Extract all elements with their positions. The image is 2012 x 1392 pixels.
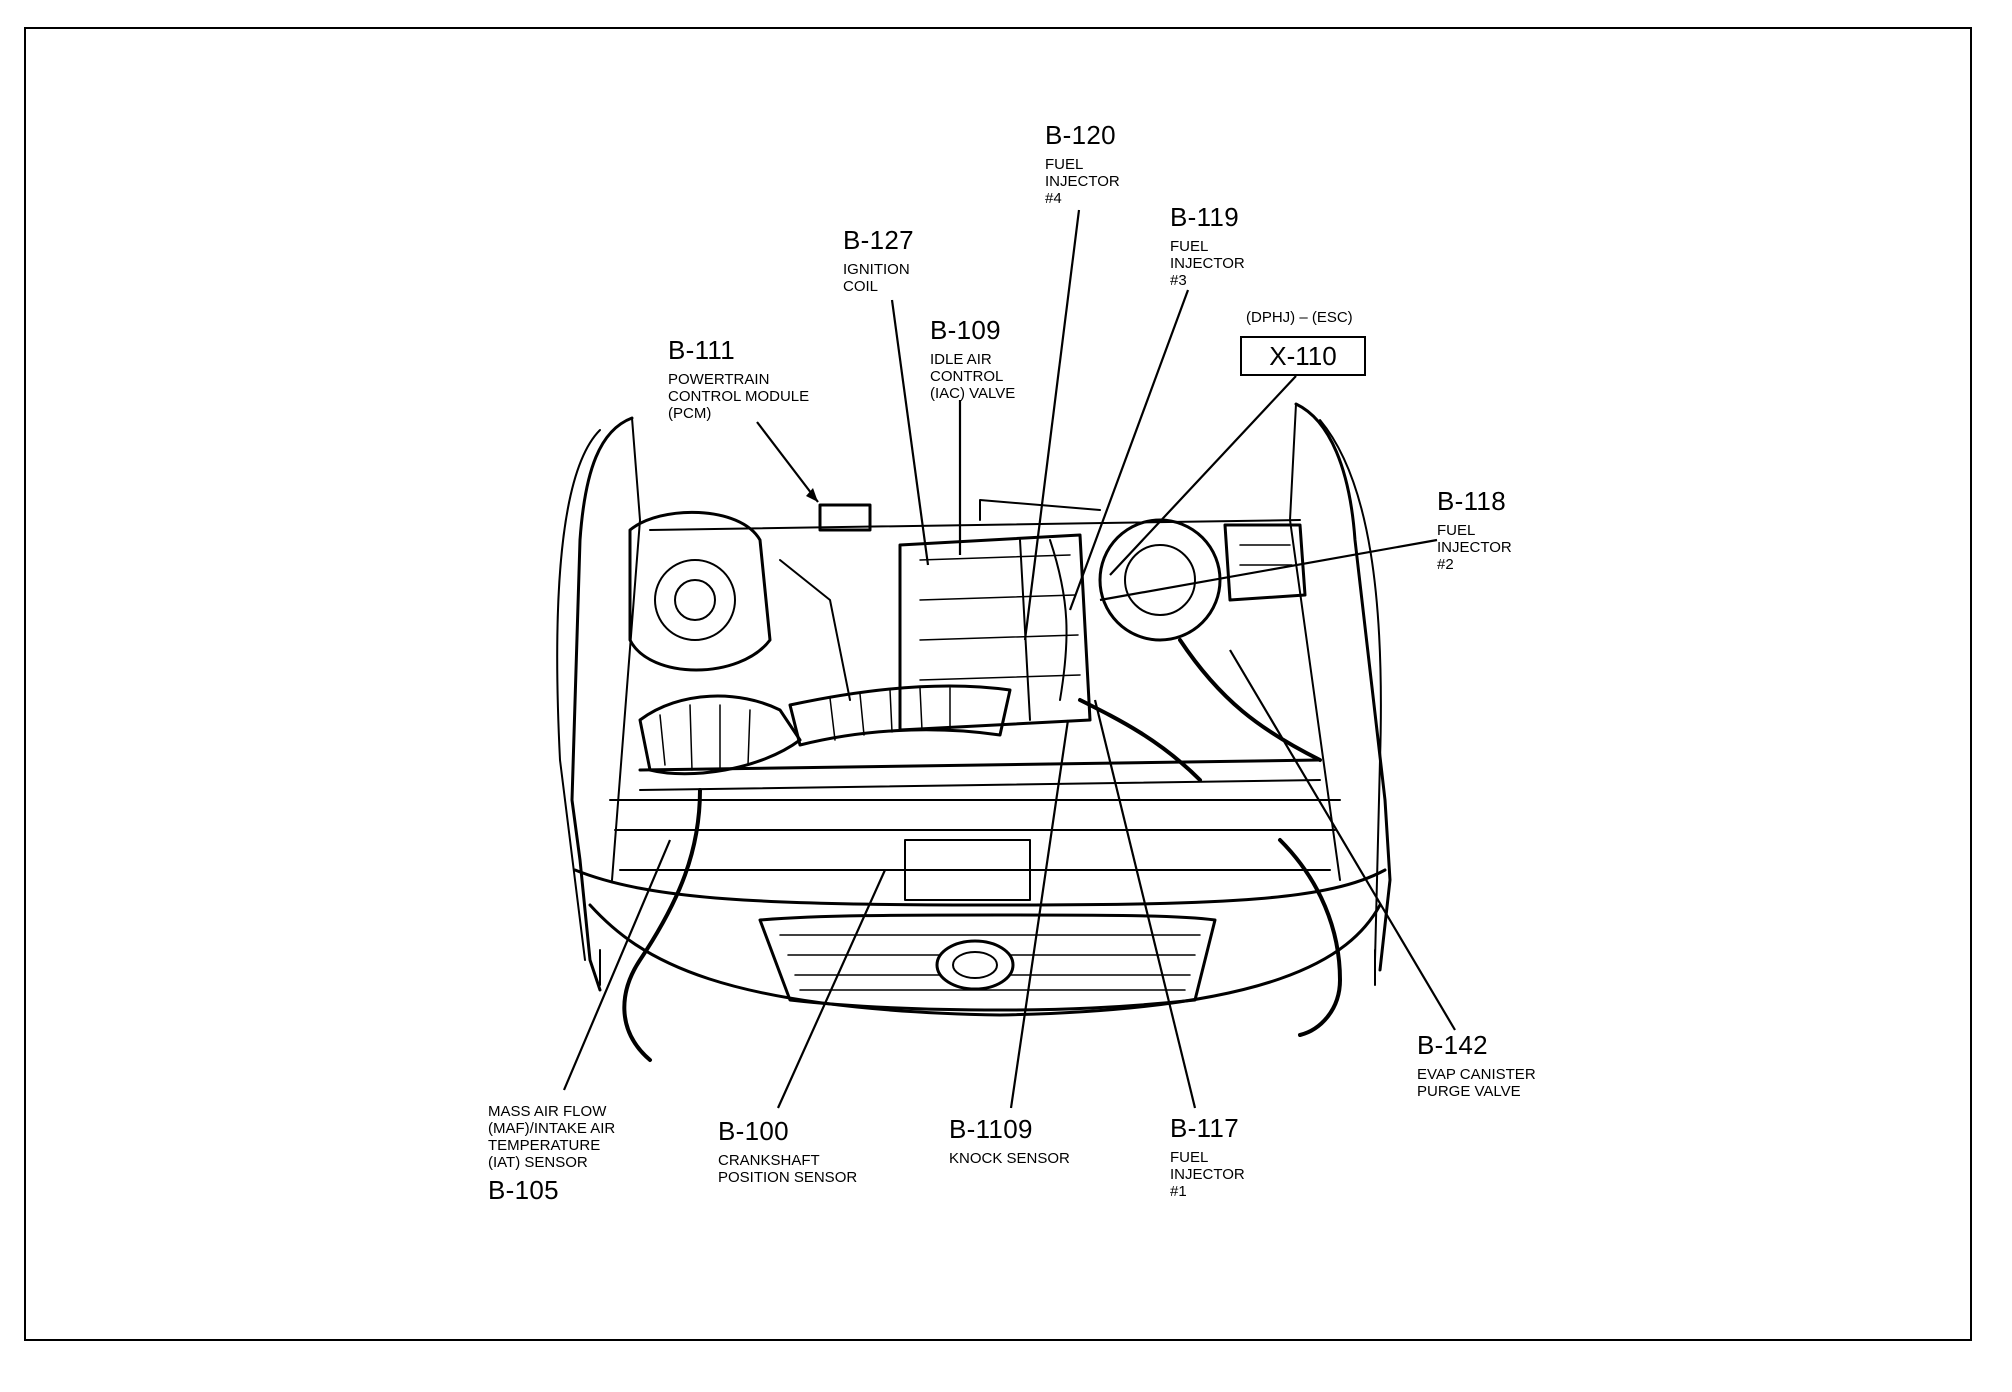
callout-b100: B-100 CRANKSHAFT POSITION SENSOR bbox=[718, 1118, 857, 1186]
badge bbox=[935, 939, 1015, 991]
callout-desc: KNOCK SENSOR bbox=[949, 1150, 1070, 1167]
left-fender bbox=[570, 416, 634, 992]
leader-b119 bbox=[1068, 289, 1190, 611]
callout-desc: IDLE AIR CONTROL (IAC) VALVE bbox=[930, 351, 1016, 402]
callout-desc: POWERTRAIN CONTROL MODULE (PCM) bbox=[668, 371, 810, 422]
air-cleaner bbox=[628, 510, 772, 672]
callout-b117: B-117 FUEL INJECTOR #1 bbox=[1170, 1115, 1245, 1200]
callout-code: B-119 bbox=[1170, 202, 1239, 232]
fuse-box bbox=[1223, 523, 1307, 602]
callout-desc: MASS AIR FLOW (MAF)/INTAKE AIR TEMPERATU… bbox=[488, 1103, 616, 1171]
leader-b118 bbox=[1099, 538, 1438, 602]
grille bbox=[758, 913, 1217, 1012]
callout-desc: IGNITION COIL bbox=[843, 261, 910, 295]
leader-b111 bbox=[756, 421, 819, 503]
leader-b142 bbox=[1229, 649, 1456, 1031]
callout-code: B-105 bbox=[488, 1175, 559, 1205]
connector-variant-note: (DPHJ) – (ESC) bbox=[1246, 309, 1353, 326]
front-bumper bbox=[573, 868, 1387, 907]
callout-code: B-100 bbox=[718, 1116, 789, 1146]
callout-code: B-1109 bbox=[949, 1114, 1033, 1144]
leader-x110 bbox=[1109, 375, 1297, 576]
callout-b127: B-127 IGNITION COIL bbox=[843, 227, 914, 295]
intake-manifold bbox=[898, 533, 1092, 732]
leader-b100 bbox=[776, 869, 887, 1109]
leader-b1109 bbox=[1009, 719, 1070, 1109]
leader-b120 bbox=[1023, 209, 1081, 641]
callout-desc: FUEL INJECTOR #1 bbox=[1170, 1149, 1245, 1200]
callout-code: B-111 bbox=[668, 335, 736, 365]
callout-desc: FUEL INJECTOR #3 bbox=[1170, 238, 1245, 289]
callout-b109: B-109 IDLE AIR CONTROL (IAC) VALVE bbox=[930, 317, 1015, 402]
callout-b120: B-120 FUEL INJECTOR #4 bbox=[1045, 122, 1120, 207]
callout-desc: EVAP CANISTER PURGE VALVE bbox=[1417, 1066, 1536, 1100]
callout-code: B-118 bbox=[1437, 486, 1506, 516]
callout-b111: B-111 POWERTRAIN CONTROL MODULE (PCM) bbox=[668, 337, 809, 422]
callout-code: B-109 bbox=[930, 315, 1001, 345]
right-fender bbox=[1294, 402, 1392, 972]
leader-b105 bbox=[562, 839, 672, 1091]
intake-tube bbox=[788, 684, 1012, 747]
callout-desc: FUEL INJECTOR #2 bbox=[1437, 522, 1512, 573]
brake-booster bbox=[1098, 518, 1222, 642]
pcm bbox=[818, 503, 872, 532]
callout-code: B-127 bbox=[843, 225, 914, 255]
callout-code: B-142 bbox=[1417, 1030, 1488, 1060]
callout-b119: B-119 FUEL INJECTOR #3 bbox=[1170, 204, 1245, 289]
callout-b105: MASS AIR FLOW (MAF)/INTAKE AIR TEMPERATU… bbox=[488, 1103, 615, 1203]
callout-desc: CRANKSHAFT POSITION SENSOR bbox=[718, 1152, 858, 1186]
leader-b127 bbox=[890, 299, 930, 566]
callout-x110-box: X-110 bbox=[1240, 336, 1366, 376]
callout-code: B-120 bbox=[1045, 120, 1116, 150]
callout-b1109: B-1109 KNOCK SENSOR bbox=[949, 1116, 1070, 1167]
callout-code: B-117 bbox=[1170, 1113, 1239, 1143]
leader-b117 bbox=[1093, 699, 1197, 1109]
callout-b118: B-118 FUEL INJECTOR #2 bbox=[1437, 488, 1512, 573]
diagram-frame bbox=[24, 27, 1972, 1341]
callout-b142: B-142 EVAP CANISTER PURGE VALVE bbox=[1417, 1032, 1536, 1100]
callout-desc: FUEL INJECTOR #4 bbox=[1045, 156, 1120, 207]
